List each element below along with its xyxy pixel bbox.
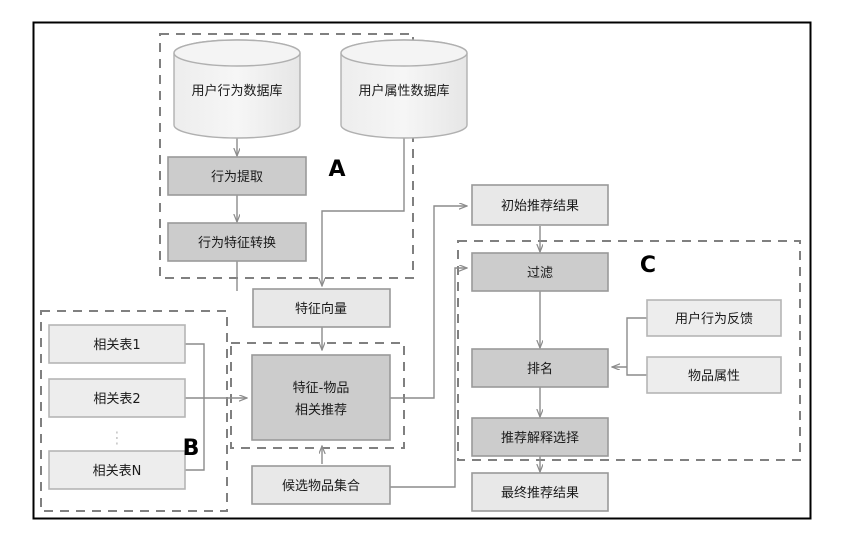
- rec-explanation-selection-label: 推荐解释选择: [501, 431, 579, 446]
- connector-relationtables-bus: [185, 343, 247, 471]
- relation-table-1-label: 相关表1: [93, 338, 140, 353]
- connector-core-to-initialresult: [390, 206, 467, 399]
- node-item-attribute: 物品属性: [646, 356, 782, 394]
- node-rec-explanation-selection: 推荐解释选择: [471, 417, 609, 457]
- item-attribute-label: 物品属性: [688, 369, 740, 384]
- outer-frame: [32, 21, 812, 520]
- candidate-item-set-label: 候选物品集合: [282, 478, 360, 494]
- final-rec-result-label: 最终推荐结果: [501, 485, 579, 501]
- section-c-dashed-box: [457, 240, 801, 461]
- node-relation-table-n: 相关表N: [48, 450, 186, 490]
- feature-vector-label: 特征向量: [295, 301, 347, 317]
- node-user-behavior-db: 用户行为数据库: [173, 39, 301, 139]
- section-a-dashed-box: [159, 33, 414, 279]
- behavior-feature-transform-label: 行为特征转换: [198, 236, 276, 251]
- section-b-dashed-box: [40, 310, 228, 512]
- vertical-ellipsis-icon: ⋮: [109, 428, 125, 447]
- node-feature-vector: 特征向量: [252, 288, 391, 328]
- node-final-rec-result: 最终推荐结果: [471, 472, 609, 512]
- connector-attributedb-to-featurevector: [322, 138, 405, 286]
- feature-item-recommendation-label-line1: 特征-物品: [293, 381, 350, 396]
- connector-candidate-to-filter: [390, 268, 467, 488]
- user-behavior-db-label: 用户行为数据库: [191, 83, 282, 99]
- section-a-label: A: [328, 157, 345, 182]
- connector-feedback-to-ranking: [612, 317, 647, 375]
- node-feature-item-recommendation: 特征-物品 相关推荐: [251, 354, 391, 441]
- filter-label: 过滤: [527, 266, 553, 281]
- user-attribute-db-label: 用户属性数据库: [358, 83, 449, 99]
- node-initial-rec-result: 初始推荐结果: [471, 184, 609, 226]
- behavior-extraction-label: 行为提取: [211, 169, 263, 185]
- feature-item-recommendation-label-line2: 相关推荐: [295, 403, 347, 418]
- node-relation-table-1: 相关表1: [48, 324, 186, 364]
- node-ranking: 排名: [471, 348, 609, 388]
- relation-table-n-label: 相关表N: [93, 464, 142, 479]
- node-filter: 过滤: [471, 252, 609, 292]
- section-c-label: C: [640, 253, 656, 278]
- node-relation-table-2: 相关表2: [48, 378, 186, 418]
- user-behavior-feedback-label: 用户行为反馈: [675, 311, 753, 327]
- core-recommender-dashed-box: [230, 342, 405, 449]
- node-user-attribute-db: 用户属性数据库: [340, 39, 468, 139]
- section-b-label: B: [183, 436, 200, 461]
- initial-rec-result-label: 初始推荐结果: [501, 199, 579, 214]
- node-user-behavior-feedback: 用户行为反馈: [646, 299, 782, 337]
- node-behavior-extraction: 行为提取: [167, 156, 307, 196]
- node-candidate-item-set: 候选物品集合: [251, 465, 391, 505]
- node-behavior-feature-transform: 行为特征转换: [167, 222, 307, 262]
- relation-table-2-label: 相关表2: [93, 392, 140, 407]
- ranking-label: 排名: [527, 361, 553, 377]
